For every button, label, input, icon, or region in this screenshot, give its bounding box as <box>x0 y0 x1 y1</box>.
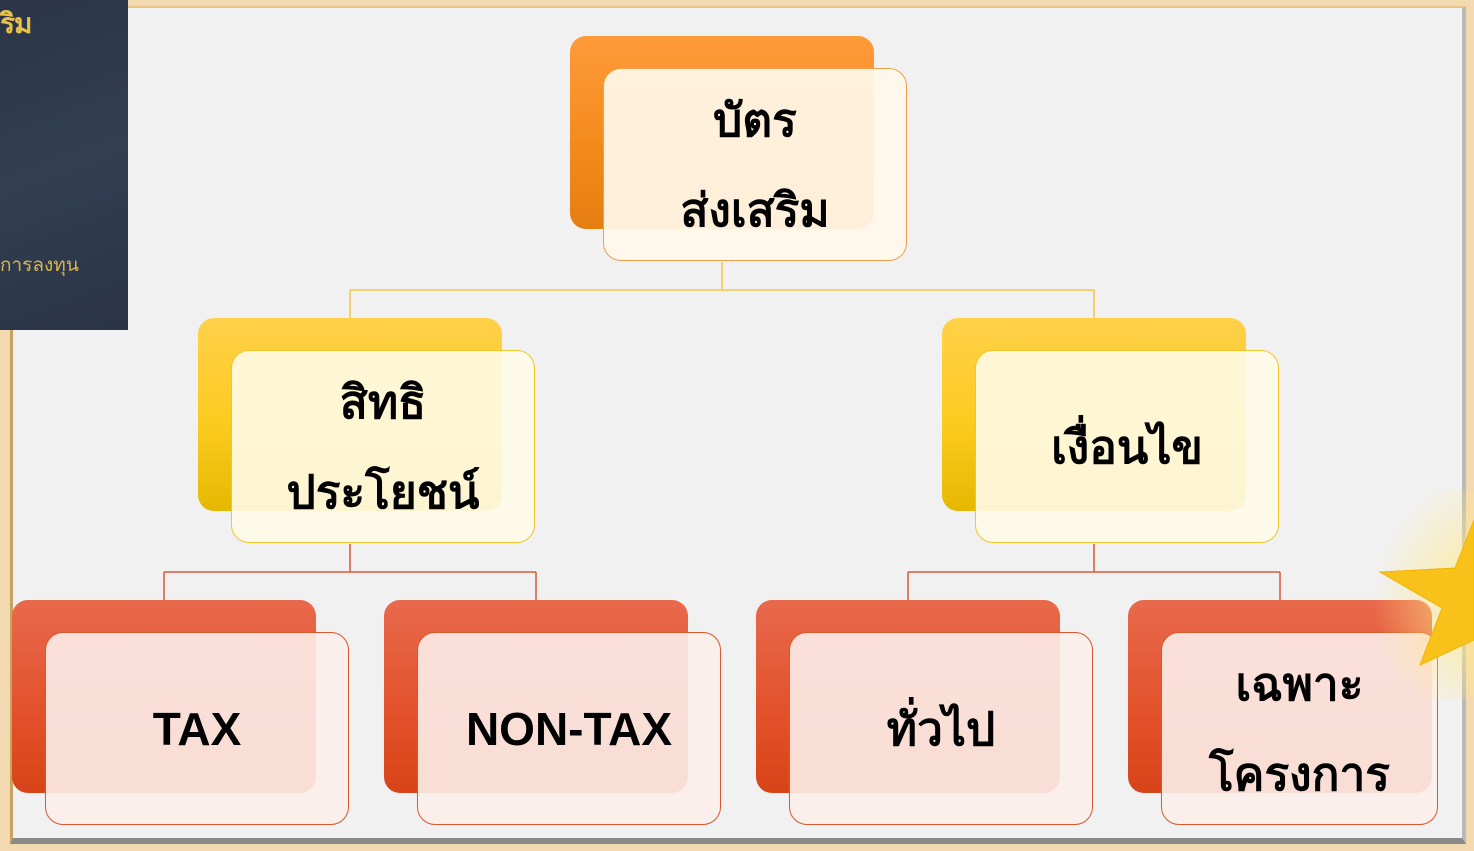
connector-benefits-to-children <box>163 544 537 632</box>
book-cover-image: ริม การลงทุน <box>0 0 128 330</box>
node-root-card: บัตร ส่งเสริม <box>603 68 907 261</box>
node-conditions-card: เงื่อนไข <box>975 350 1279 543</box>
node-project-specific-card: เฉพาะ โครงการ <box>1161 632 1438 825</box>
node-tax-label: TAX <box>152 702 242 755</box>
connector-conditions-to-children <box>907 544 1281 632</box>
node-benefits-line1: สิทธิ <box>339 374 427 429</box>
node-non-tax-label: NON-TAX <box>465 702 673 755</box>
node-project-specific-line2: โครงการ <box>1208 746 1391 801</box>
connector-root-to-level1 <box>349 262 1095 350</box>
node-tax-card: TAX <box>45 632 349 825</box>
star-icon <box>1355 490 1474 700</box>
node-general-label: ทั่วไป <box>886 701 996 756</box>
node-benefits-line2: ประโยชน์ <box>286 464 480 519</box>
node-conditions-label: เงื่อนไข <box>1051 419 1203 474</box>
node-root-line1: บัตร <box>713 92 797 147</box>
node-benefits-card: สิทธิ ประโยชน์ <box>231 350 535 543</box>
node-non-tax-card: NON-TAX <box>417 632 721 825</box>
cover-bottom-text: การลงทุน <box>0 254 79 276</box>
node-general-card: ทั่วไป <box>789 632 1093 825</box>
cover-title-text: ริม <box>0 7 32 40</box>
node-root-line2: ส่งเสริม <box>680 182 830 237</box>
node-project-specific-line1: เฉพาะ <box>1235 656 1364 711</box>
